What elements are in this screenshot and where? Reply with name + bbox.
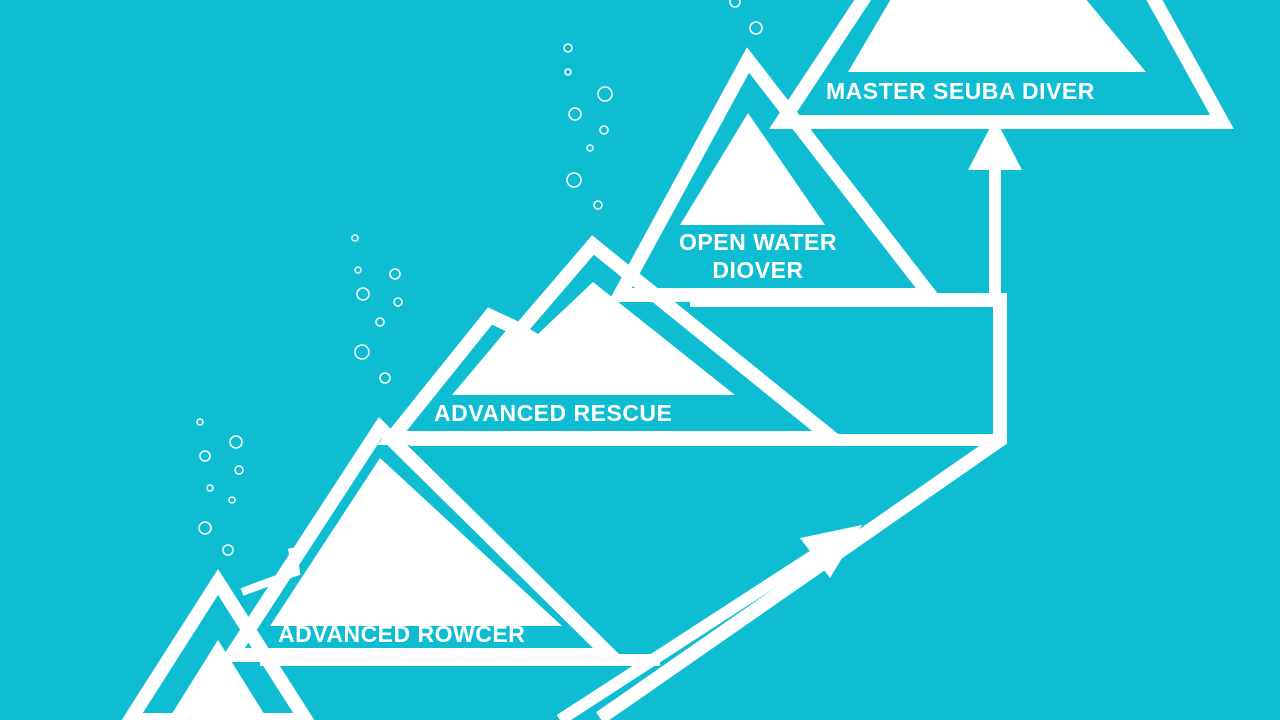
step-1-label: ADVANCED ROWCER [278,621,525,647]
step-2-label: ADVANCED RESCUE [434,400,672,426]
step-2-mountain-outline [377,235,852,445]
step-1-mountain-outline [219,416,628,662]
step-3-mountain-outline [608,47,945,302]
step-4: MASTER SEUBA DIVER [768,0,1234,129]
diagonal-arrow-icon [556,525,862,720]
step-3-label-line-1: OPEN WATER [679,229,837,255]
step-1-mountain-fill [270,458,562,626]
step-2: ADVANCED RESCUE [377,235,852,445]
step-3: OPEN WATER DIOVER [608,47,945,302]
step-1-crack [240,547,301,596]
step-1: ADVANCED ROWCER [219,416,628,662]
up-arrow-icon [968,118,1022,300]
step-2-mountain-fill [452,282,735,395]
bubble-icon [196,0,763,556]
step-3-label-line-2: DIOVER [712,257,803,283]
step-4-mountain-outline [768,0,1234,129]
step-4-label: MASTER SEUBA DIVER [826,78,1095,104]
step-4-mountain-fill [848,0,1146,72]
step-3-mountain-fill [680,113,825,225]
